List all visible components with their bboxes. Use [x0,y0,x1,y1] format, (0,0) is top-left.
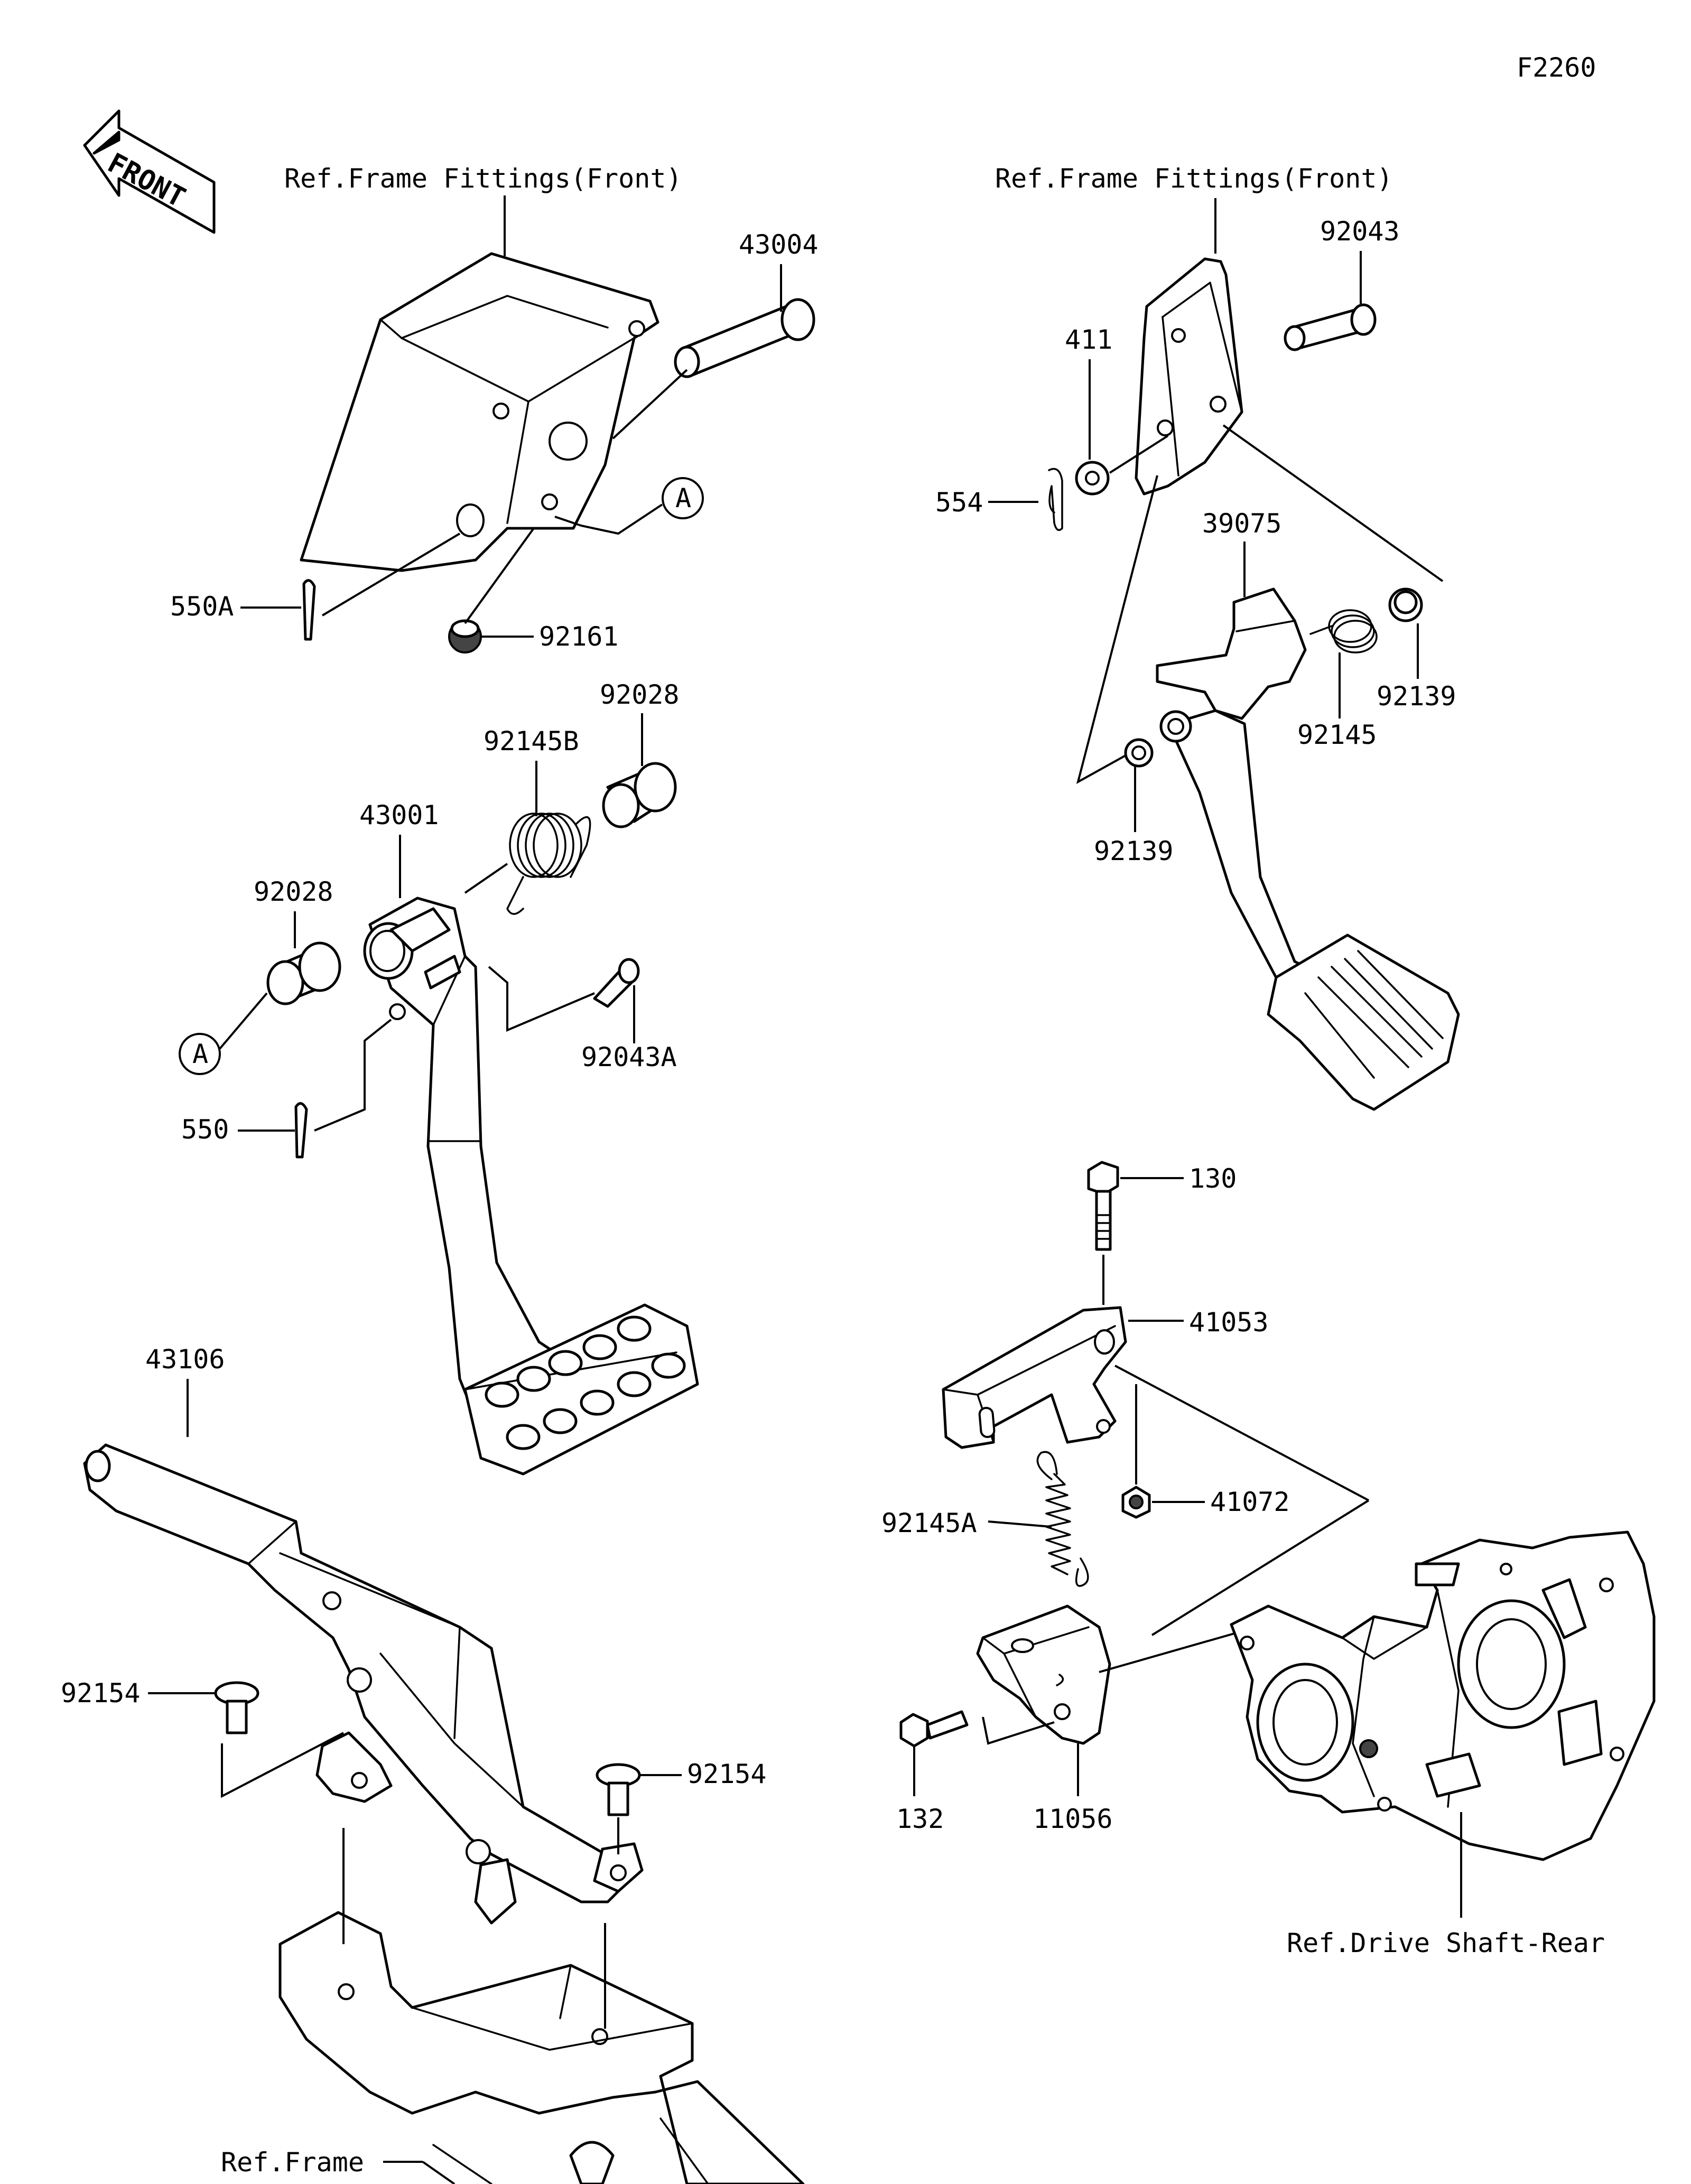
reference-marker-a-top [662,477,704,519]
bolt-132 [899,1710,969,1748]
accelerator-pedal-39075 [1156,587,1460,1111]
bolt-92154-left [214,1681,259,1734]
ref-frame-fittings-left: Ref.Frame Fittings(Front) [284,163,682,194]
figure-code: F2260 [1517,52,1596,83]
part-label-92145: 92145 [1297,720,1377,750]
bolt-130 [1087,1161,1119,1251]
part-label-132: 132 [896,1804,944,1834]
part-label-92028-left: 92028 [254,876,333,907]
spring-92145b [506,813,591,915]
marker-a-bottom-label: A [192,1039,208,1069]
frame-fitting-bracket-left [300,252,659,572]
part-label-92154-right: 92154 [687,1759,767,1789]
bushing-92139-right [1388,587,1423,622]
brake-pedal-43001 [363,897,699,1476]
part-label-39075: 39075 [1202,508,1282,539]
part-label-41053: 41053 [1189,1307,1269,1338]
pin-92043 [1284,303,1377,351]
washer-411 [1075,461,1110,496]
part-label-554: 554 [935,487,983,518]
spring-92145a [1036,1451,1089,1587]
clip-554 [1048,468,1063,531]
pin-43004 [674,298,815,378]
front-direction-arrow-icon: FRONT [83,109,216,234]
part-label-92145b: 92145B [484,726,579,757]
part-label-92145a: 92145A [881,1508,977,1538]
cotter-pin-550a [302,579,316,641]
bracket-11056 [976,1604,1111,1745]
cotter-pin-550 [294,1102,308,1159]
part-label-92043: 92043 [1320,216,1400,247]
part-label-411: 411 [1065,324,1112,355]
part-label-550: 550 [181,1114,229,1145]
part-label-43001: 43001 [359,800,439,830]
part-label-130: 130 [1189,1163,1237,1194]
ref-drive-shaft-rear: Ref.Drive Shaft-Rear [1287,1928,1605,1958]
part-label-92139-right: 92139 [1377,681,1456,712]
bushing-92028-top [602,762,677,828]
drive-shaft-housing [1230,1530,1656,1861]
bushing-92139-left [1124,710,1192,768]
marker-a-top-label: A [675,483,691,514]
spring-92145 [1309,609,1378,654]
part-label-92161: 92161 [539,621,619,652]
part-label-41072: 41072 [1210,1487,1290,1517]
bracket-41053 [942,1306,1127,1449]
part-label-92028-top: 92028 [600,679,680,710]
part-label-43106: 43106 [145,1344,225,1375]
part-label-92139-left: 92139 [1094,836,1174,866]
part-label-92154-left: 92154 [61,1678,141,1709]
bushing-92161 [448,619,482,654]
bolt-92154-right [596,1763,641,1816]
ref-frame: Ref.Frame [221,2147,364,2178]
part-label-550a: 550A [170,591,234,622]
part-label-11056: 11056 [1033,1804,1113,1834]
frame-fitting-bracket-right [1135,257,1243,496]
part-label-43004: 43004 [739,229,819,260]
parking-brake-lever-43106 [83,1443,644,1925]
ref-frame-fittings-right: Ref.Frame Fittings(Front) [995,163,1393,194]
part-label-92043a: 92043A [581,1042,677,1072]
nut-41072 [1121,1486,1151,1519]
frame-fragment [278,1911,805,2184]
bushing-92028-left [266,941,341,1005]
pin-92043a [593,958,640,1008]
reference-marker-a-bottom [179,1033,221,1075]
